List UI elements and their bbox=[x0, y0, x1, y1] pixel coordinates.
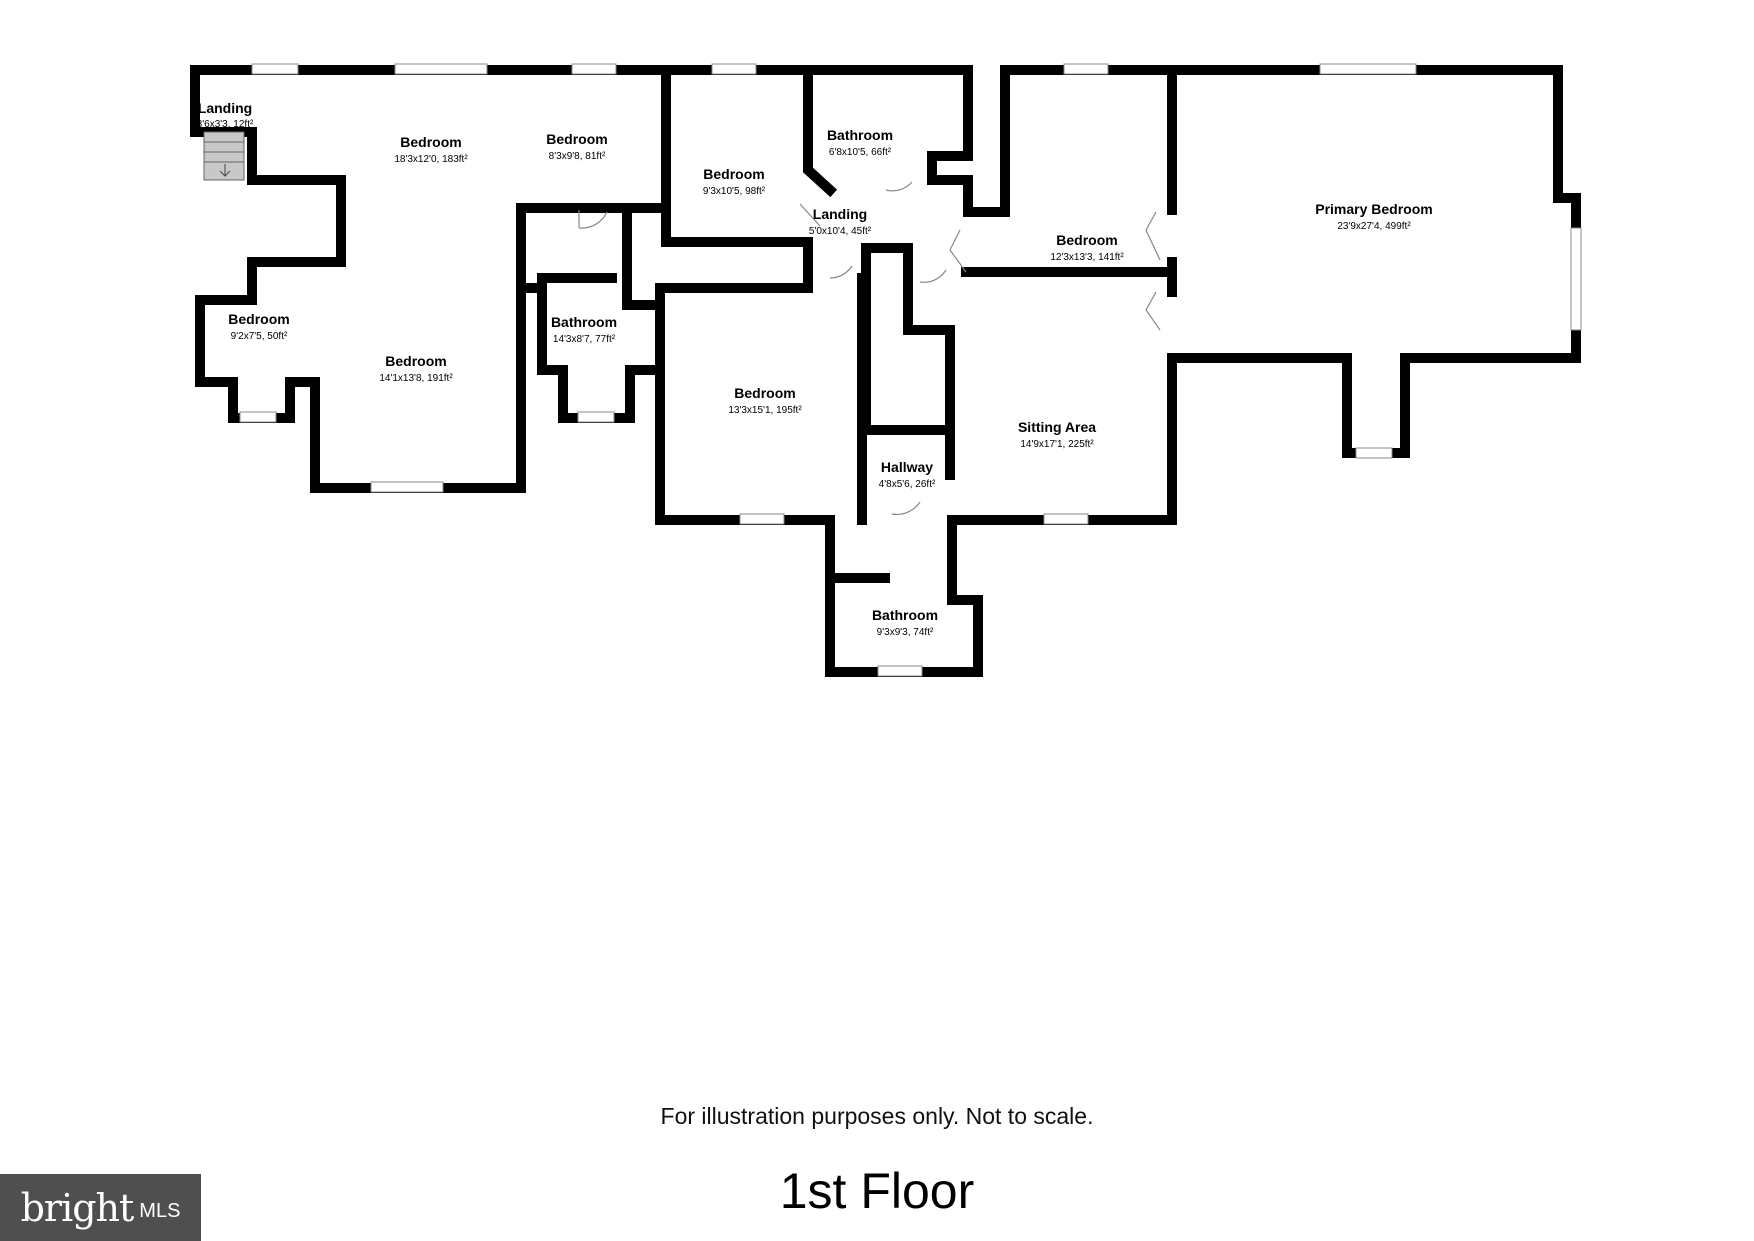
room-size: 6'8x10'5, 66ft² bbox=[829, 147, 892, 158]
room-size: 12'3x13'3, 141ft² bbox=[1050, 252, 1124, 263]
bright-mls-logo: bright MLS bbox=[0, 1174, 201, 1241]
staircase bbox=[203, 131, 245, 181]
walls bbox=[190, 65, 1581, 677]
room-size: 14'9x17'1, 225ft² bbox=[1020, 439, 1094, 450]
windows bbox=[239, 63, 1582, 677]
room-size: 4'8x5'6, 26ft² bbox=[879, 479, 936, 490]
room-name: Landing bbox=[198, 100, 252, 116]
doors bbox=[578, 181, 1161, 515]
room-size: 14'3x8'7, 77ft² bbox=[553, 334, 616, 345]
room-name: Bathroom bbox=[827, 127, 893, 143]
room-name: Bedroom bbox=[385, 353, 446, 369]
room-name: Bathroom bbox=[872, 607, 938, 623]
room-name: Hallway bbox=[881, 459, 933, 475]
room-size: 9'3x9'3, 74ft² bbox=[877, 627, 934, 638]
room-size: 5'0x10'4, 45ft² bbox=[809, 226, 872, 237]
room-size: 3'6x3'3, 12ft² bbox=[197, 119, 254, 130]
room-name: Bedroom bbox=[703, 166, 764, 182]
logo-wordmark: bright bbox=[20, 1185, 135, 1230]
room-size: 18'3x12'0, 183ft² bbox=[394, 154, 468, 165]
room-name: Bedroom bbox=[546, 131, 607, 147]
floor-title: 1st Floor bbox=[779, 1163, 975, 1219]
disclaimer-text: For illustration purposes only. Not to s… bbox=[660, 1103, 1094, 1129]
room-size: 14'1x13'8, 191ft² bbox=[379, 373, 453, 384]
room-name: Bedroom bbox=[1056, 232, 1117, 248]
room-name: Bathroom bbox=[551, 314, 617, 330]
logo-suffix: MLS bbox=[139, 1200, 181, 1222]
room-labels: Landing 3'6x3'3, 12ft² Bedroom 18'3x12'0… bbox=[197, 100, 1433, 638]
room-name: Primary Bedroom bbox=[1315, 201, 1432, 217]
room-name: Bedroom bbox=[400, 134, 461, 150]
room-name: Bedroom bbox=[228, 311, 289, 327]
room-size: 23'9x27'4, 499ft² bbox=[1337, 221, 1411, 232]
room-name: Bedroom bbox=[734, 385, 795, 401]
room-size: 8'3x9'8, 81ft² bbox=[549, 151, 606, 162]
room-size: 9'2x7'5, 50ft² bbox=[231, 331, 288, 342]
room-size: 13'3x15'1, 195ft² bbox=[728, 405, 802, 416]
room-name: Landing bbox=[813, 206, 867, 222]
room-name: Sitting Area bbox=[1018, 419, 1096, 435]
room-size: 9'3x10'5, 98ft² bbox=[703, 186, 766, 197]
